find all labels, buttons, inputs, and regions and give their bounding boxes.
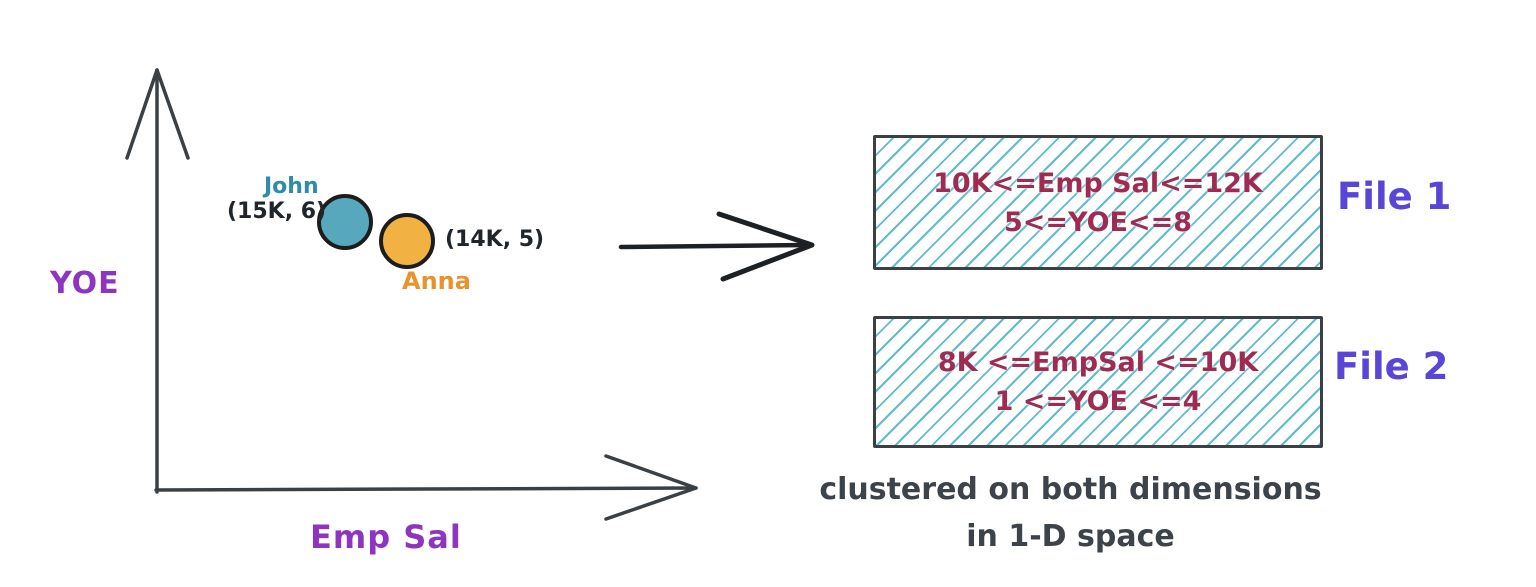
file2-salary-range: 8K <=EmpSal <=10K bbox=[937, 347, 1259, 378]
caption-line-2: in 1-D space bbox=[966, 519, 1175, 554]
transform-arrow-icon bbox=[618, 211, 815, 282]
point-label-john: John bbox=[264, 174, 319, 199]
file1-yoe-range: 5<=YOE<=8 bbox=[1003, 206, 1193, 238]
point-coords-john: (15K, 6) bbox=[227, 199, 327, 224]
x-axis-arrow bbox=[154, 454, 698, 521]
file1-salary-range: 10K<=Emp Sal<=12K bbox=[933, 167, 1263, 199]
caption: clustered on both dimensions in 1-D spac… bbox=[818, 466, 1323, 560]
y-axis-label: YOE bbox=[50, 266, 120, 301]
file1-label: File 1 bbox=[1337, 175, 1452, 218]
file2-yoe-range: 1 <=YOE <=4 bbox=[994, 386, 1202, 417]
file1-range-box: 10K<=Emp Sal<=12K 5<=YOE<=8 bbox=[873, 135, 1323, 270]
point-john bbox=[317, 194, 373, 250]
point-label-anna: Anna bbox=[402, 267, 471, 295]
x-axis-label: Emp Sal bbox=[310, 518, 462, 556]
file2-range-box: 8K <=EmpSal <=10K 1 <=YOE <=4 bbox=[873, 316, 1323, 448]
caption-line-1: clustered on both dimensions bbox=[819, 472, 1322, 507]
y-axis-arrow bbox=[125, 68, 190, 494]
point-anna bbox=[379, 213, 435, 269]
file2-label: File 2 bbox=[1334, 345, 1449, 388]
point-coords-anna: (14K, 5) bbox=[445, 227, 545, 252]
